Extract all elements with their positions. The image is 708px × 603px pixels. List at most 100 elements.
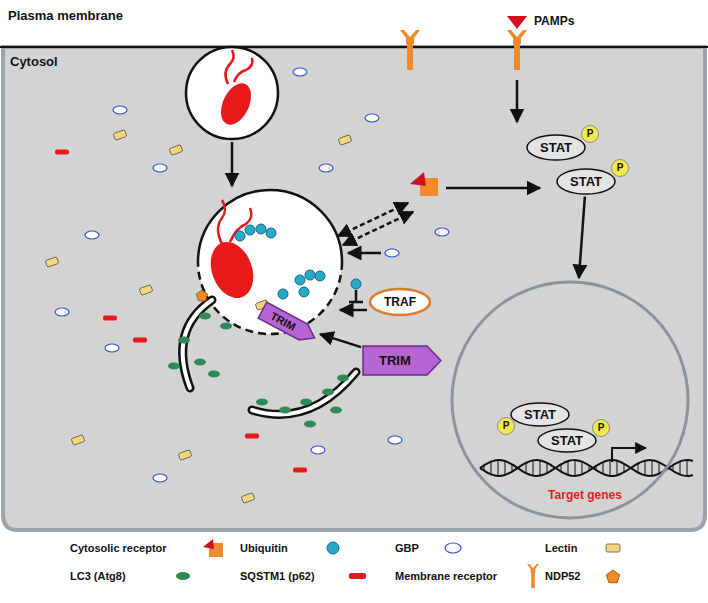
gbp [153, 164, 167, 172]
ubiquitin [299, 287, 309, 297]
dna-rung [638, 463, 639, 472]
protein-ellipse: STAT [537, 428, 597, 453]
ubiquitin [351, 279, 361, 289]
receptor-head [400, 30, 420, 44]
ubiquitin [278, 289, 288, 299]
pamp [203, 539, 214, 549]
lc3 [220, 323, 232, 330]
p62 [293, 468, 307, 473]
arrow [340, 309, 367, 312]
ubiquitin [245, 225, 255, 235]
protein-ellipse: TRAF [369, 288, 431, 316]
ellipse-outline [557, 169, 615, 194]
lectin [169, 145, 183, 156]
cytosol-region [3, 47, 705, 530]
dna-rung [568, 461, 569, 475]
lc3 [322, 389, 334, 396]
dna-rung [498, 460, 499, 476]
node-label: Target genes [548, 488, 622, 502]
dna-rung [589, 465, 590, 470]
dna-rung [596, 466, 597, 470]
region-label: PAMPs [534, 14, 574, 28]
nucleus: Target genes STAT STAT [450, 280, 690, 520]
ubiquitin [235, 231, 245, 241]
lectin [113, 130, 127, 141]
lc3 [256, 399, 268, 406]
p62 [55, 150, 69, 155]
lc3 [337, 375, 349, 382]
dna-rung [659, 462, 660, 473]
legend-label: Membrane receptor [395, 570, 497, 582]
lc3 [176, 572, 190, 580]
lc3 [199, 313, 211, 320]
connector-arrow [579, 197, 585, 279]
ellipse-outline [527, 135, 585, 160]
phagosome [186, 47, 278, 139]
dna-rung [624, 464, 625, 473]
lectin [606, 544, 620, 552]
arrow [231, 142, 234, 186]
legend-swatch [600, 535, 626, 561]
dashed-arrow [343, 212, 413, 245]
cytosolic-receptor [410, 172, 438, 196]
legend-label: Cytosolic receptor [70, 542, 167, 554]
ubiquitin [315, 271, 325, 281]
dna-rung [484, 465, 485, 470]
dna-rung [491, 462, 492, 475]
legend-swatch [200, 535, 226, 561]
gbp [435, 228, 449, 236]
dna-rung [547, 463, 548, 473]
dna-rung [631, 467, 632, 468]
lectin [139, 285, 153, 296]
dna-rung [617, 461, 618, 476]
receptor-stem [407, 42, 413, 70]
p62 [133, 338, 147, 343]
receptor-head [527, 564, 539, 572]
arrow [446, 187, 540, 190]
dna-rung [582, 462, 583, 475]
gbp [55, 308, 69, 316]
phagophore [252, 372, 356, 414]
lc3 [178, 337, 190, 344]
node-label: TRIM [379, 353, 411, 368]
phospho-mark: P [581, 125, 599, 143]
plasma-membrane [0, 46, 708, 48]
gbp [445, 543, 461, 553]
trim-shape: TRIM [363, 346, 441, 375]
ubiquitin [295, 275, 305, 285]
p62 [245, 434, 259, 439]
lectin [178, 450, 192, 461]
dna-rung [610, 460, 611, 476]
ubiquitin [266, 228, 276, 238]
lc3 [208, 371, 220, 378]
lectin [241, 493, 255, 504]
node-label: STAT [540, 140, 572, 155]
legend-label: SQSTM1 (p62) [240, 570, 315, 582]
dna-rung [687, 460, 688, 476]
legend-swatch [520, 563, 546, 589]
receptor-stem [514, 42, 520, 70]
legend-label: Lectin [545, 542, 577, 554]
arrow [348, 252, 381, 255]
gbp [311, 446, 325, 454]
ndp52 [606, 570, 619, 583]
pentagon-outline [258, 302, 319, 346]
gbp [85, 231, 99, 239]
molecules [45, 30, 527, 503]
ubiquitin [256, 224, 266, 234]
ellipse-outline [538, 429, 596, 452]
dna-rung [652, 460, 653, 476]
phospho-mark: P [497, 417, 515, 435]
pentagon-outline [363, 346, 441, 375]
lc3 [279, 407, 291, 414]
dna-rung [519, 467, 520, 469]
node-label: STAT [524, 407, 556, 422]
lc3 [330, 407, 342, 414]
gbp [105, 344, 119, 352]
ellipse-outline [370, 289, 430, 315]
pamp [507, 16, 527, 29]
dna-rung [526, 463, 527, 473]
node-label: TRAF [384, 295, 416, 309]
